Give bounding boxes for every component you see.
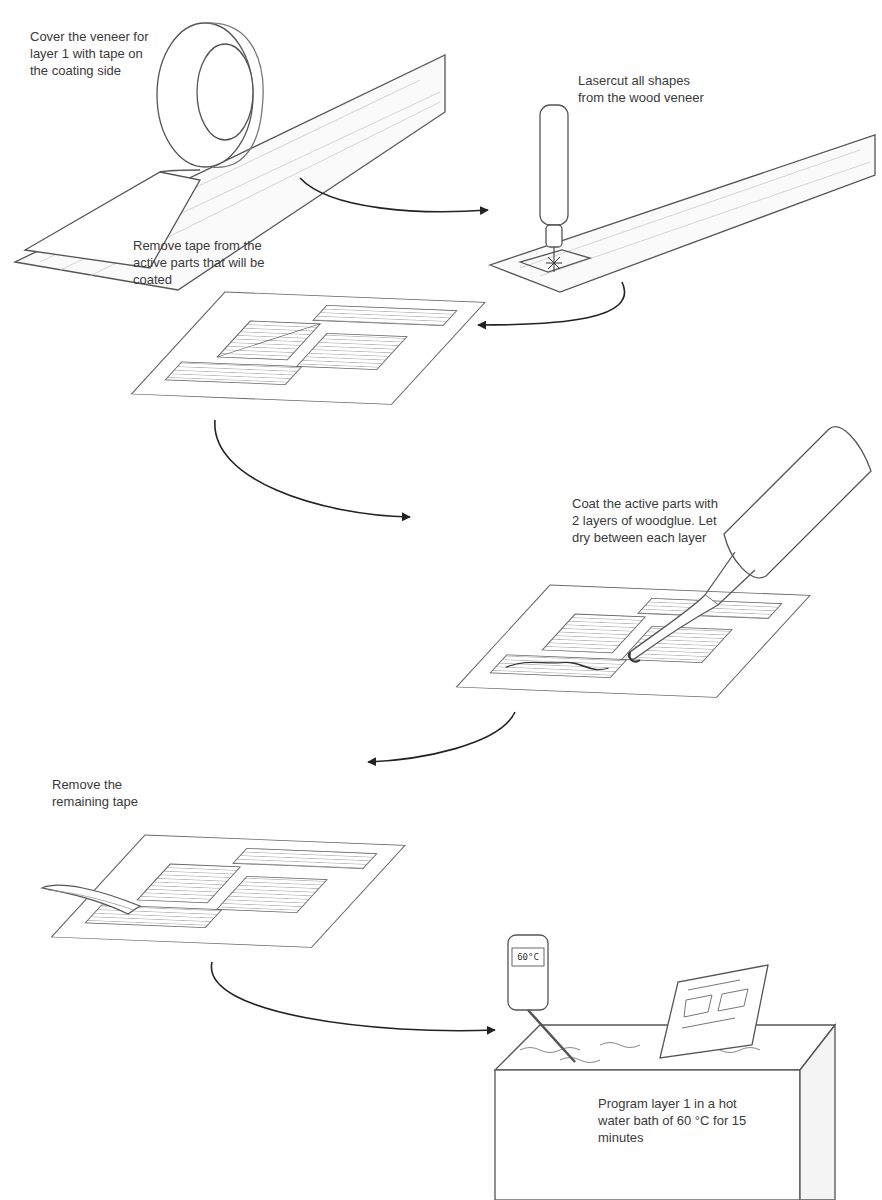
laser-step [490, 105, 875, 292]
bath-step [495, 935, 835, 1200]
step-caption: Lasercut all shapes from the wood veneer [578, 72, 713, 106]
tape-step [15, 23, 445, 290]
peel-active-step [132, 292, 486, 404]
step-caption: Remove tape from the active parts that w… [133, 237, 283, 288]
step-arrows [211, 178, 624, 1031]
thermometer-readout: 60°C [512, 951, 544, 963]
step-caption: Remove the remaining tape [52, 776, 167, 810]
peel-rest-step [42, 835, 405, 947]
step-caption: Cover the veneer for layer 1 with tape o… [30, 28, 152, 79]
glue-step [457, 427, 872, 698]
step-caption: Program layer 1 in a hot water bath of 6… [598, 1095, 758, 1146]
step-caption: Coat the active parts with 2 layers of w… [572, 495, 722, 546]
